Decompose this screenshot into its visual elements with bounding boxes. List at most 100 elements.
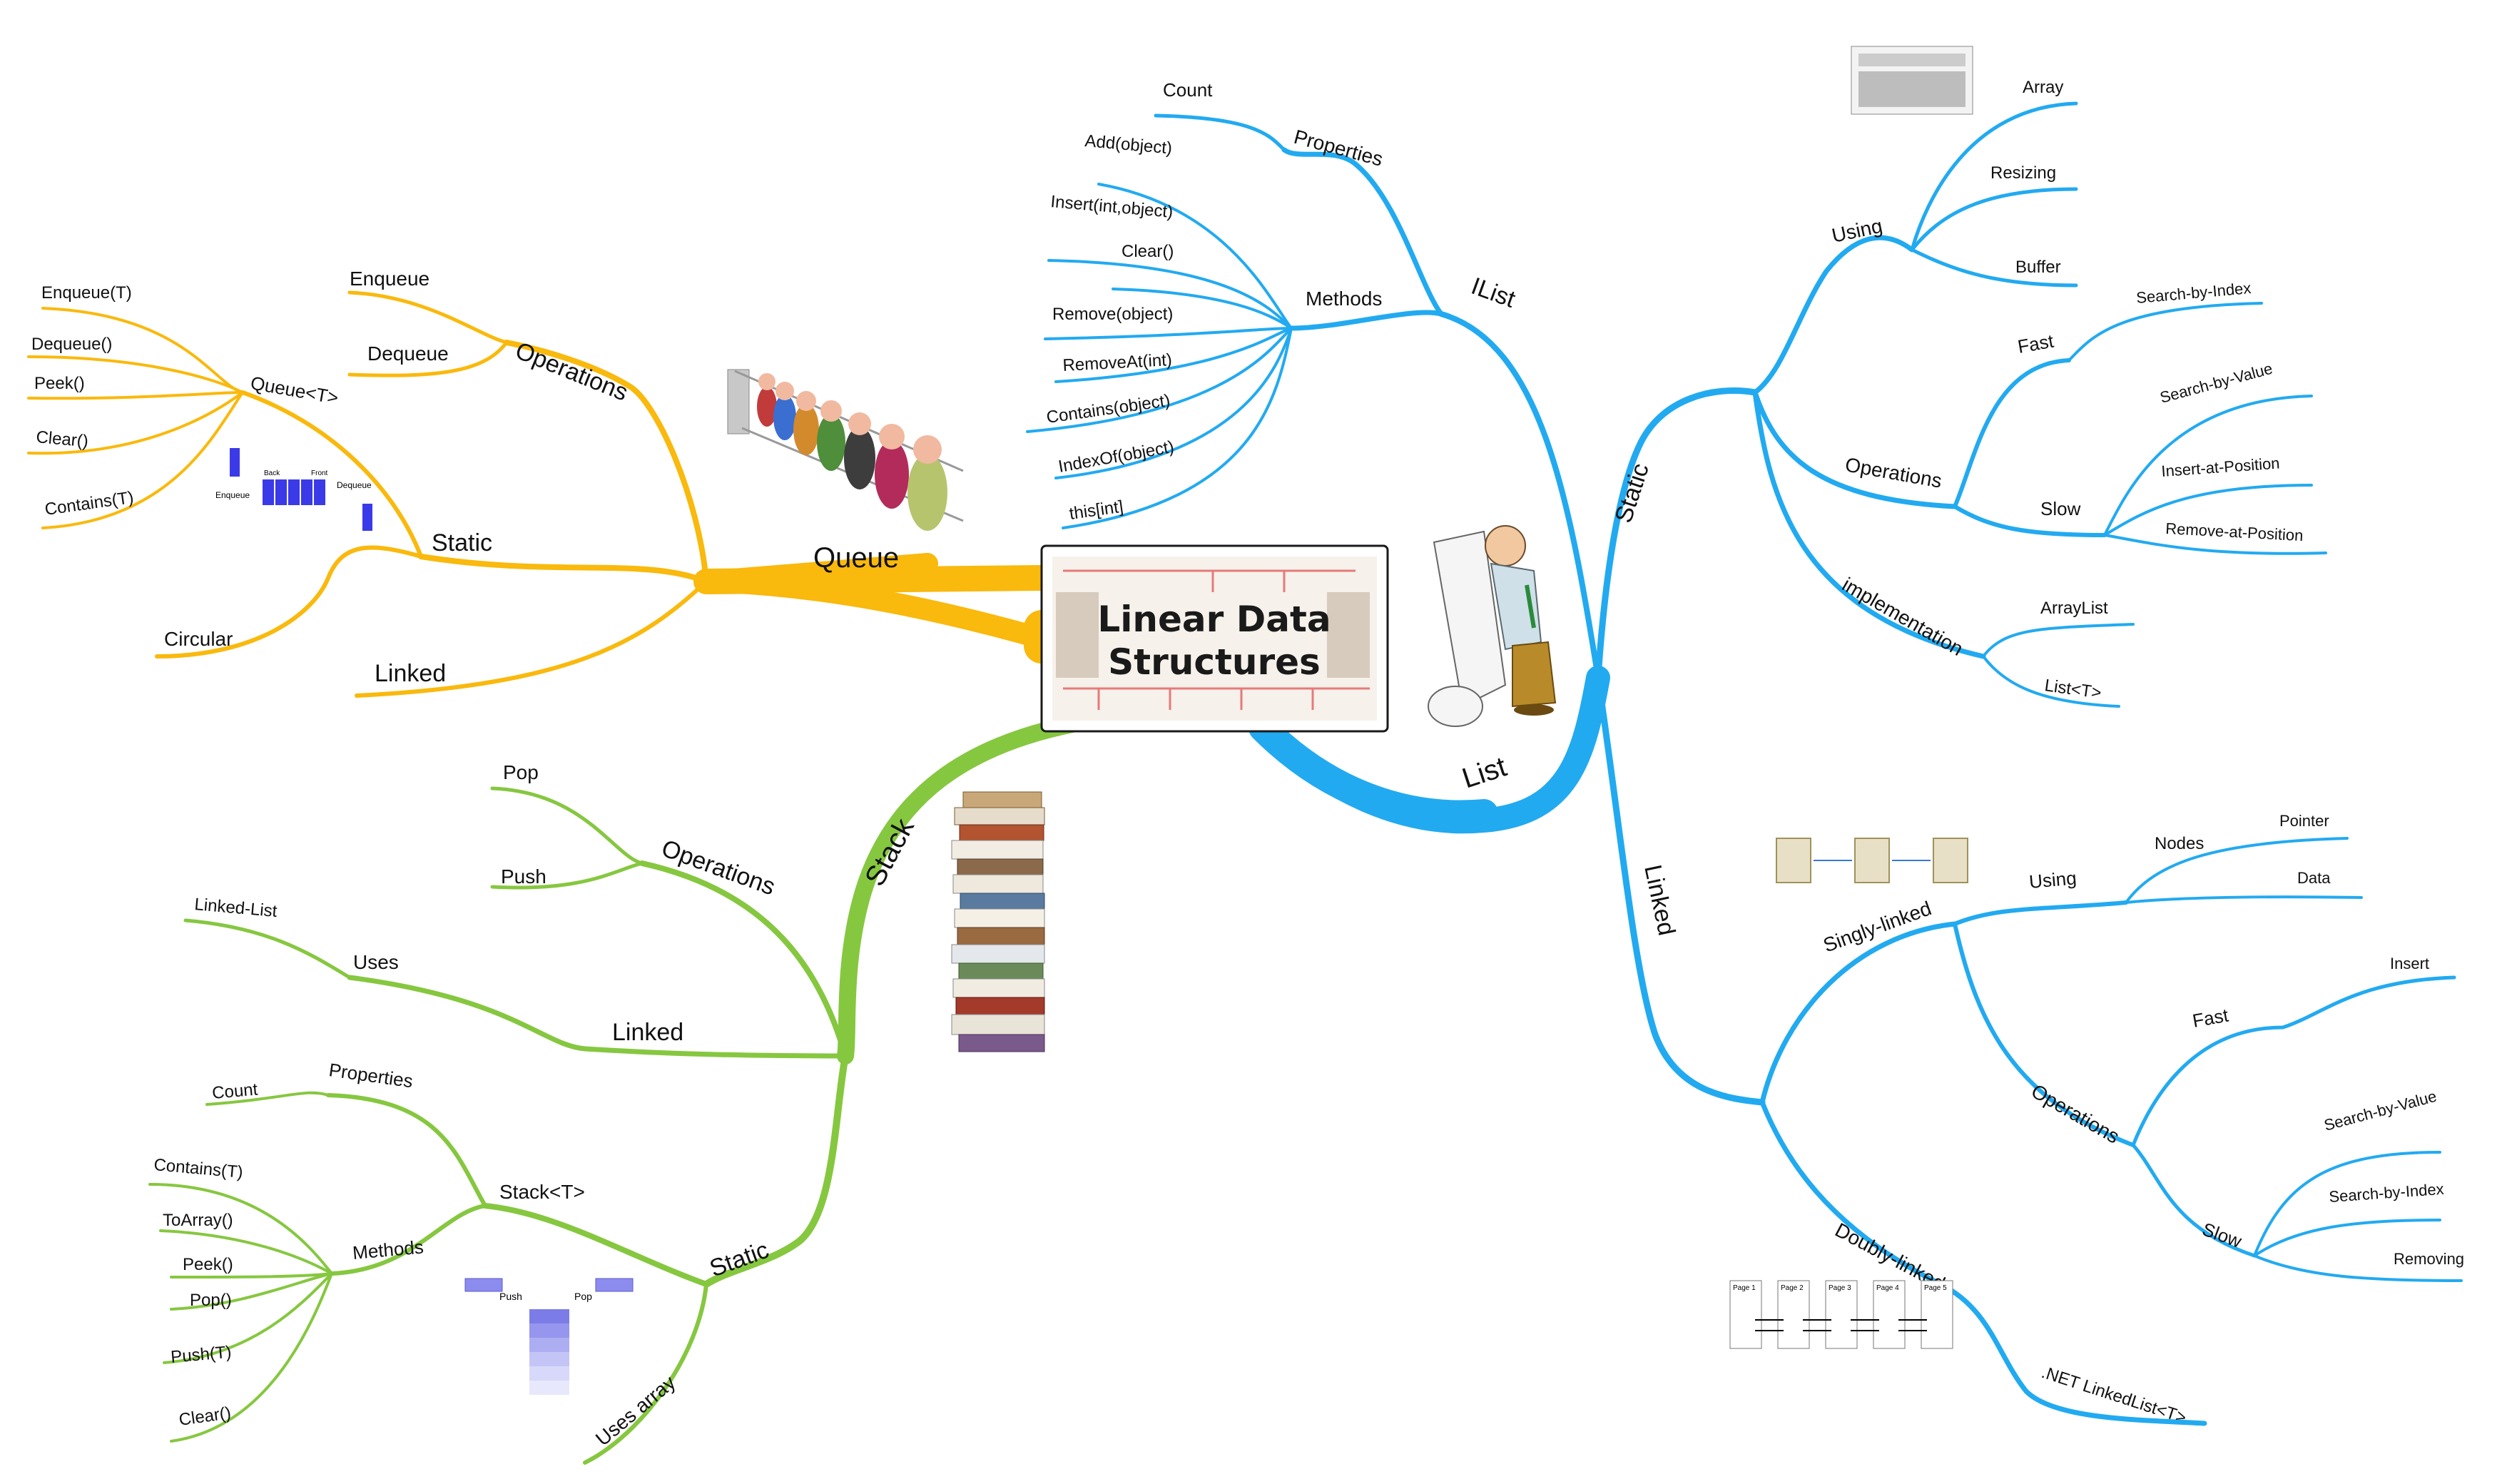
queue-diagram-dequeue: Dequeue	[337, 480, 372, 490]
stack-diagram-pop: Pop	[574, 1291, 592, 1302]
list-static-label: Static	[1609, 460, 1654, 527]
queue-circular-label: Circular	[164, 628, 233, 650]
queue-t-item-dequeue: Dequeue()	[31, 335, 112, 354]
stack-method-clear: Clear()	[178, 1403, 232, 1430]
queue-linked-edge	[355, 579, 708, 698]
list-linked-label: Linked	[1639, 863, 1680, 938]
stack-count-label: Count	[211, 1079, 258, 1103]
stack-pop-label: Pop	[503, 761, 539, 783]
stack-method-pop: Pop()	[190, 1291, 232, 1310]
stack-trunk	[837, 712, 1100, 1064]
queue-diagram: Back Front Enqueue Dequeue	[215, 448, 372, 531]
queue-t-item-peek: Peek()	[34, 374, 85, 393]
singly-nodes-label: Nodes	[2155, 834, 2204, 853]
stack-method-push: Push(T)	[170, 1343, 232, 1367]
queue-diagram-back: Back	[264, 469, 280, 477]
queue-linked-label: Linked	[375, 660, 446, 687]
static-operations-label: Operations	[1843, 453, 1943, 492]
ilist-method-clear: Clear()	[1122, 242, 1174, 261]
queue-diagram-enqueue: Enqueue	[215, 490, 250, 500]
stack-method-toarray: ToArray()	[163, 1211, 233, 1230]
singly-slow-label: Slow	[2200, 1218, 2244, 1252]
stack-diagram: Push Pop	[464, 1278, 634, 1395]
static-impl-arraylist: ArrayList	[2040, 599, 2108, 618]
stack-static-label: Static	[706, 1236, 773, 1283]
singly-slow-search-value: Search-by-Value	[2322, 1087, 2438, 1134]
central-title-line2: Structures	[1108, 641, 1321, 683]
ilist-label: IList	[1468, 273, 1519, 313]
ilist-count-label: Count	[1163, 79, 1213, 101]
singly-slow-search-index: Search-by-Index	[2329, 1180, 2445, 1206]
queue-people-illustration	[727, 369, 964, 531]
stack-static-edge	[482, 1203, 709, 1287]
stack-push-label: Push	[501, 865, 546, 888]
stack-properties-label: Properties	[327, 1059, 415, 1092]
static-fast-label: Fast	[2016, 330, 2056, 357]
queue-static-label: Static	[432, 529, 492, 556]
stack-linked-label: Linked	[612, 1019, 683, 1046]
ilist-properties-label: Properties	[1291, 126, 1385, 171]
stack-t-label: Stack<T>	[499, 1181, 585, 1203]
stack-linked-list-label: Linked-List	[193, 895, 278, 921]
queue-diagram-front: Front	[311, 469, 328, 477]
stack-method-contains: Contains(T)	[153, 1155, 243, 1182]
list-static-edge	[1595, 387, 1759, 681]
singly-fast-label: Fast	[2191, 1004, 2231, 1031]
queue-t-label: Queue<T>	[249, 372, 340, 408]
array-engraving-illustration	[1851, 46, 1973, 115]
static-slow-remove: Remove-at-Position	[2165, 519, 2304, 544]
stack-label: Stack	[859, 813, 920, 891]
singly-operations-label: Operations	[2028, 1079, 2123, 1147]
list-branch	[1026, 101, 2463, 1426]
page-4-label: Page 4	[1876, 1284, 1899, 1292]
stack-uses-array-edge	[583, 1282, 708, 1465]
queue-enqueue-label: Enqueue	[350, 268, 429, 290]
stack-diagram-push: Push	[499, 1291, 522, 1302]
static-implementation-label: implementation	[1839, 573, 1967, 660]
queue-static-edge	[418, 554, 709, 584]
book-stack-illustration	[951, 791, 1045, 1052]
ilist-method-indexof: IndexOf(object)	[1057, 437, 1175, 477]
page-2-label: Page 2	[1781, 1284, 1804, 1292]
stack-methods-label: Methods	[352, 1236, 424, 1264]
queue-labels: Queue Operations Enqueue Dequeue Static …	[31, 268, 899, 687]
central-node[interactable]: Linear Data Structures	[1040, 544, 1389, 733]
linked-nodes-illustration	[1776, 838, 1968, 883]
list-label: List	[1458, 751, 1510, 794]
ilist-methods-label: Methods	[1306, 288, 1382, 310]
static-slow-search-value: Search-by-Value	[2158, 360, 2274, 407]
queue-dequeue-label: Dequeue	[367, 342, 449, 365]
stack-uses-label: Uses	[353, 951, 399, 973]
page-1-label: Page 1	[1733, 1284, 1756, 1292]
singly-nodes-pointer: Pointer	[2279, 812, 2329, 830]
static-using-resizing: Resizing	[1990, 163, 2056, 183]
static-slow-label: Slow	[2040, 498, 2081, 519]
central-title-line1: Linear Data	[1097, 599, 1331, 640]
queue-t-edge	[240, 390, 423, 559]
stack-linked-edge	[347, 975, 848, 1059]
man-reading-illustration	[1428, 525, 1557, 727]
static-using-buffer: Buffer	[2015, 258, 2061, 277]
singly-slow-removing: Removing	[2394, 1250, 2464, 1268]
static-fast-search-index: Search-by-Index	[2135, 279, 2252, 307]
stack-uses-array-label: Uses array	[591, 1371, 680, 1450]
ilist-method-remove: Remove(object)	[1052, 305, 1173, 324]
queue-t-item-clear: Clear()	[35, 427, 88, 451]
queue-operations-edge	[504, 340, 709, 584]
doubly-pages-illustration: Page 1 Page 2 Page 3 Page 4 Page 5	[1729, 1280, 1953, 1349]
ilist-edge	[1438, 311, 1601, 681]
page-3-label: Page 3	[1829, 1284, 1851, 1292]
stack-branch	[148, 712, 1100, 1465]
singly-using-label: Using	[2028, 867, 2078, 893]
queue-operations-label: Operations	[512, 337, 631, 407]
page-5-label: Page 5	[1924, 1284, 1947, 1292]
ilist-method-add: Add(object)	[1084, 131, 1173, 158]
singly-fast-insert: Insert	[2390, 955, 2429, 972]
queue-label: Queue	[813, 542, 899, 574]
ilist-method-this: this[int]	[1068, 497, 1124, 524]
queue-t-item-contains: Contains(T)	[44, 488, 135, 519]
list-linked-edge	[1595, 674, 1766, 1106]
static-slow-insert: Insert-at-Position	[2161, 454, 2281, 480]
queue-t-item-enqueue: Enqueue(T)	[41, 283, 132, 303]
